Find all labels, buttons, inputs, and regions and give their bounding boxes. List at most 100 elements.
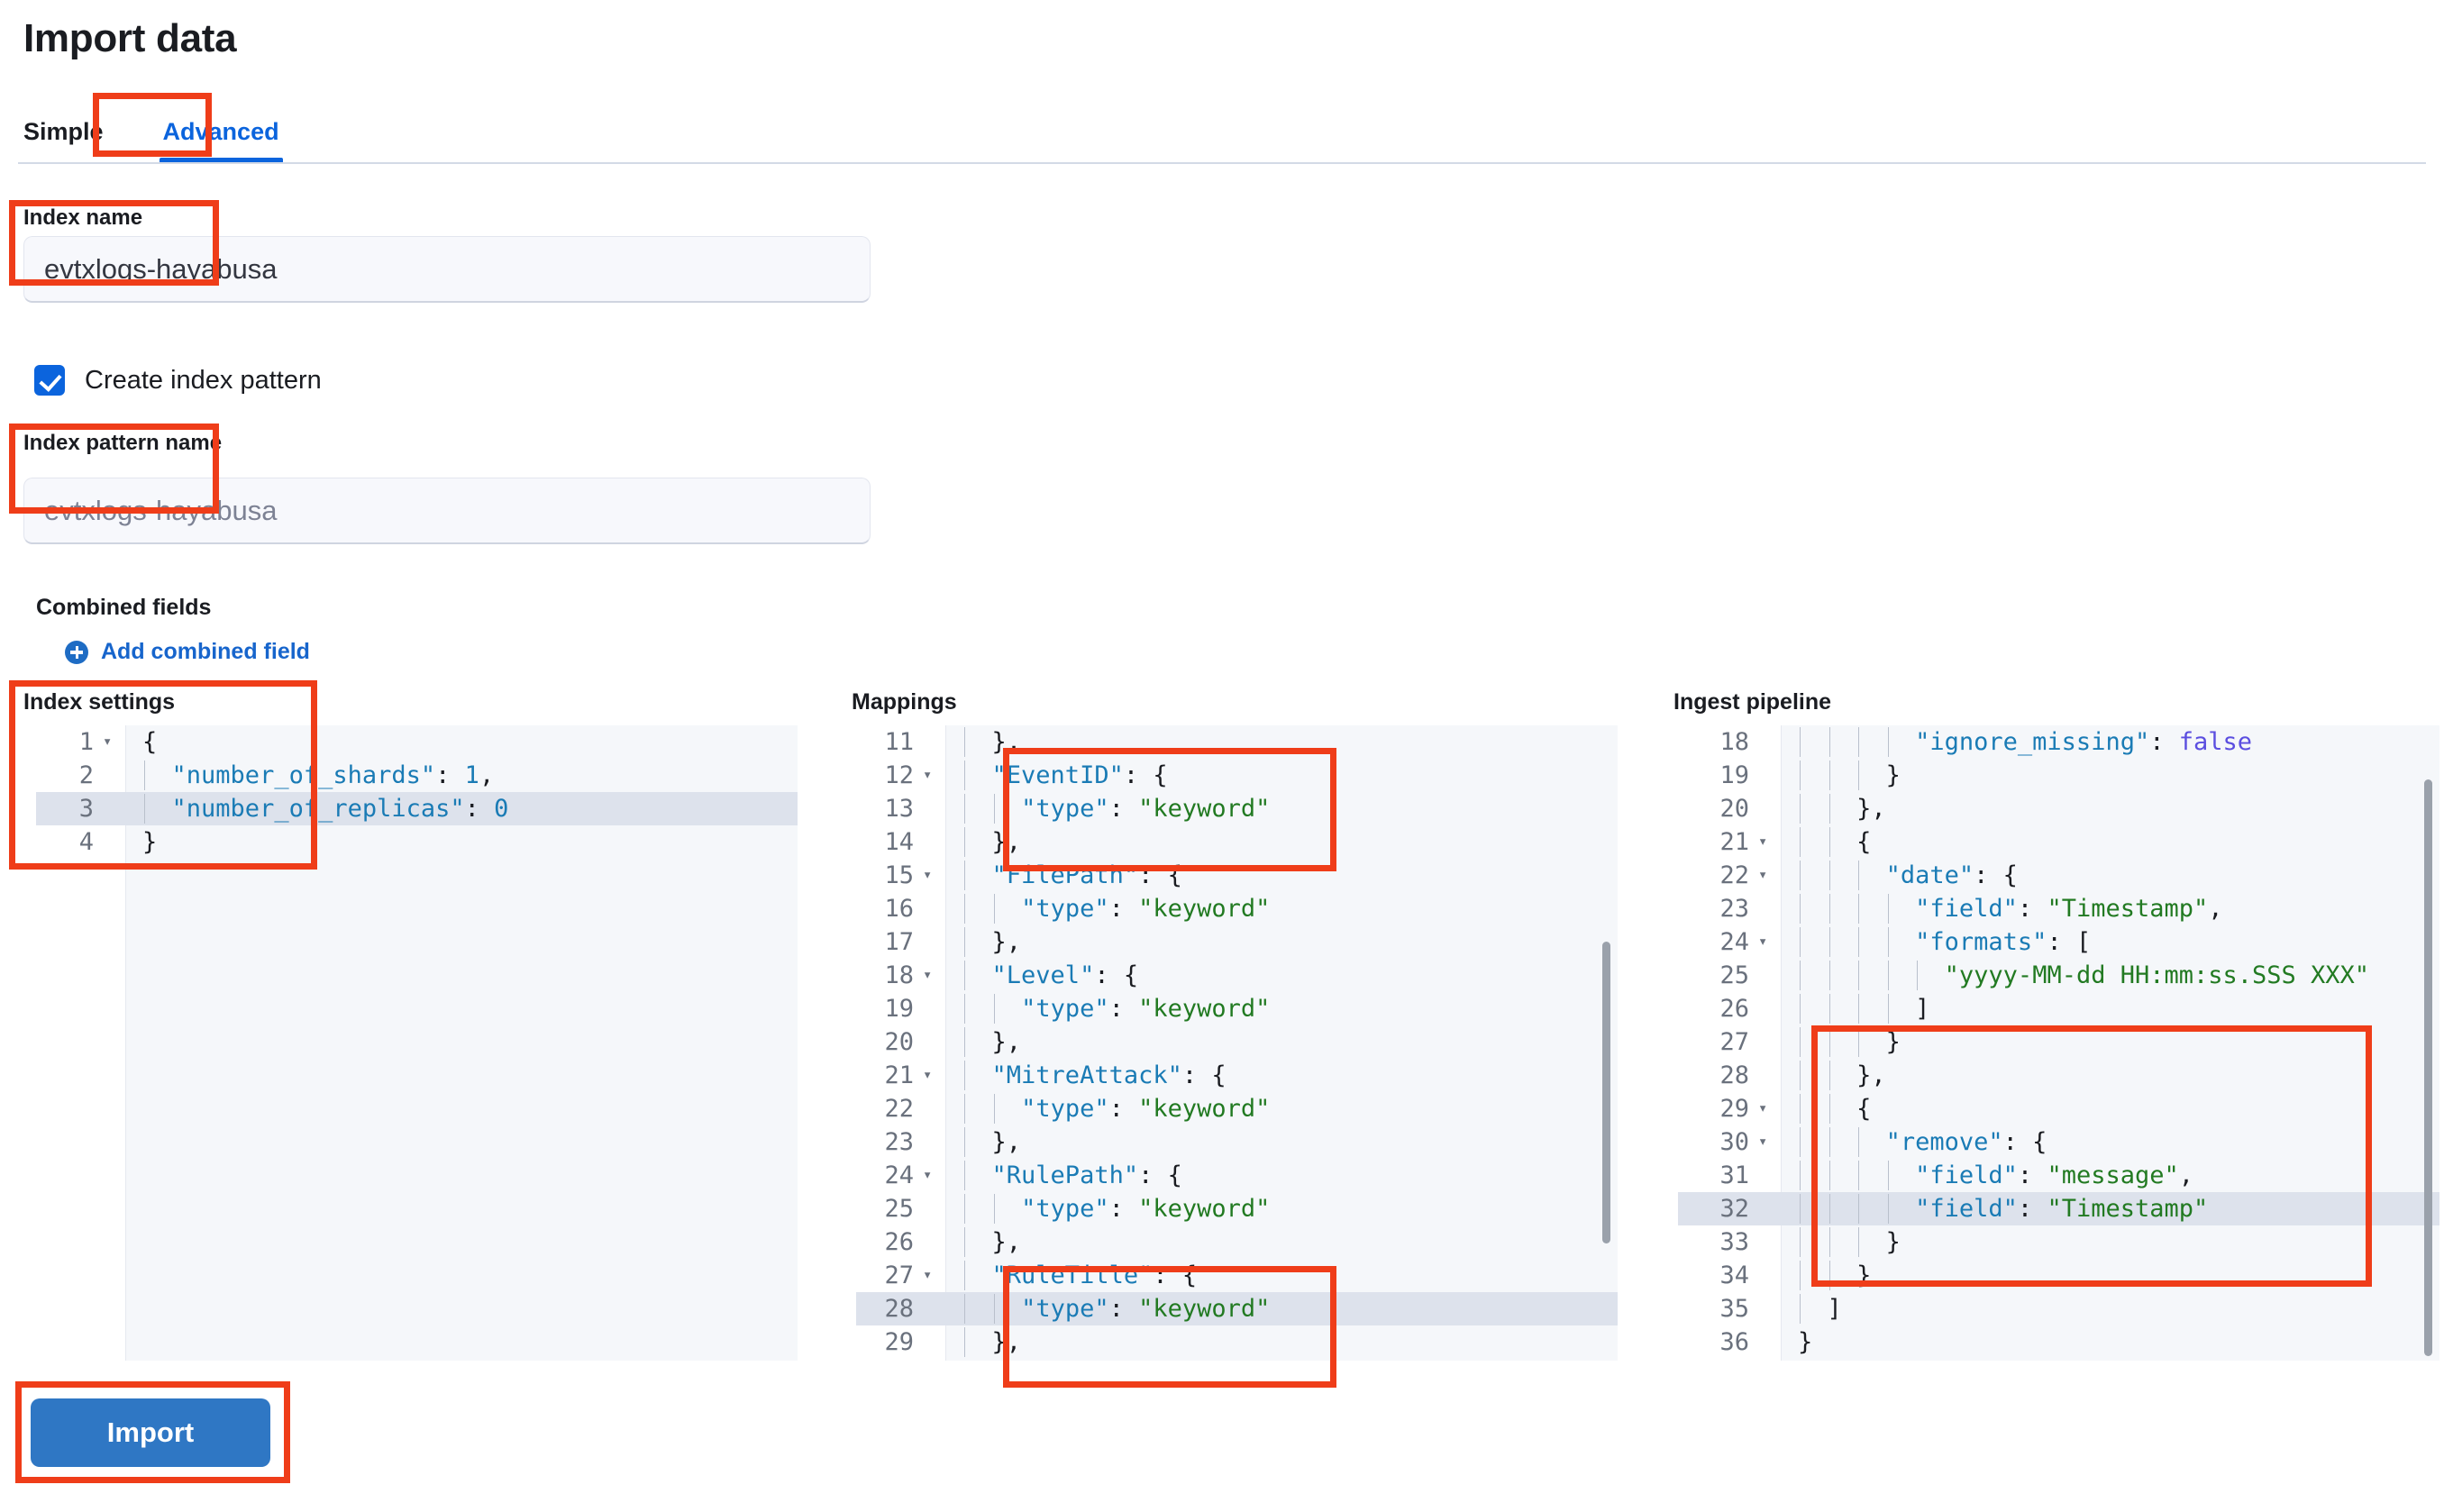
line-number: 28 bbox=[884, 1295, 914, 1323]
indent-guide bbox=[1858, 727, 1860, 757]
line-number: 29 bbox=[884, 1328, 914, 1356]
line-number: 2 bbox=[78, 761, 94, 789]
indent-guide bbox=[964, 1027, 965, 1057]
code-line: 28 }, bbox=[1678, 1059, 2439, 1092]
indent-guide bbox=[1800, 961, 1801, 990]
indent-guide bbox=[1800, 927, 1801, 957]
gutter bbox=[36, 725, 126, 1361]
code-text: }, bbox=[991, 828, 1022, 856]
line-number: 16 bbox=[884, 895, 914, 923]
code-fold-arrow-icon[interactable]: ▾ bbox=[923, 866, 933, 884]
code-text: }, bbox=[991, 1028, 1022, 1056]
line-number: 12 bbox=[884, 761, 914, 789]
indent-guide bbox=[1800, 1261, 1801, 1290]
code-line: 29▾ { bbox=[1678, 1092, 2439, 1125]
code-line: 14 }, bbox=[856, 825, 1618, 859]
code-line: 2 "number_of_shards": 1, bbox=[36, 759, 798, 792]
line-number: 28 bbox=[1719, 1061, 1749, 1089]
line-number: 32 bbox=[1719, 1195, 1749, 1223]
code-fold-arrow-icon[interactable]: ▾ bbox=[923, 1266, 933, 1284]
code-text: }, bbox=[991, 928, 1022, 956]
indent-guide bbox=[964, 794, 965, 824]
code-line: 13 "type": "keyword" bbox=[856, 792, 1618, 825]
indent-guide bbox=[1858, 861, 1860, 890]
code-text: } bbox=[1885, 1028, 1901, 1056]
code-fold-arrow-icon[interactable]: ▾ bbox=[923, 1066, 933, 1084]
code-text: "formats": [ bbox=[1915, 928, 2092, 956]
indent-guide bbox=[1828, 994, 1830, 1024]
mappings-editor[interactable]: 11 },12▾ "EventID": {13 "type": "keyword… bbox=[856, 725, 1618, 1361]
index-pattern-name-input[interactable]: evtxlogs-hayabusa bbox=[23, 478, 871, 544]
indent-guide bbox=[1828, 827, 1830, 857]
import-button[interactable]: Import bbox=[31, 1398, 270, 1467]
code-line: 3 "number_of_replicas": 0 bbox=[36, 792, 798, 825]
code-line: 23 }, bbox=[856, 1125, 1618, 1159]
gutter bbox=[856, 725, 946, 1361]
indent-guide bbox=[1800, 827, 1801, 857]
indent-guide bbox=[1828, 1194, 1830, 1224]
code-fold-arrow-icon[interactable]: ▾ bbox=[923, 966, 933, 984]
indent-guide bbox=[1887, 994, 1889, 1024]
create-index-pattern-label: Create index pattern bbox=[85, 365, 322, 395]
tab-bar: Simple Advanced bbox=[23, 99, 303, 164]
code-fold-arrow-icon[interactable]: ▾ bbox=[1758, 1133, 1768, 1151]
indent-guide bbox=[1800, 994, 1801, 1024]
indent-guide bbox=[1887, 1161, 1889, 1190]
indent-guide bbox=[1828, 794, 1830, 824]
code-text: "type": "keyword" bbox=[1021, 1095, 1271, 1123]
line-number: 18 bbox=[884, 961, 914, 989]
code-text: }, bbox=[1856, 795, 1886, 823]
indent-guide bbox=[1858, 1027, 1860, 1057]
indent-guide bbox=[1858, 994, 1860, 1024]
indent-guide bbox=[1887, 961, 1889, 990]
code-line: 20 }, bbox=[1678, 792, 2439, 825]
line-number: 20 bbox=[1719, 795, 1749, 823]
code-text: "EventID": { bbox=[991, 761, 1168, 789]
create-index-pattern-checkbox[interactable]: Create index pattern bbox=[34, 365, 322, 396]
indent-guide bbox=[1858, 1194, 1860, 1224]
line-number: 30 bbox=[1719, 1128, 1749, 1156]
indent-guide bbox=[964, 1327, 965, 1357]
code-line: 33 } bbox=[1678, 1225, 2439, 1259]
code-text: "yyyy-MM-dd HH:mm:ss.SSS XXX" bbox=[1944, 961, 2370, 989]
code-line: 30 ▾ "remove": { bbox=[1678, 1125, 2439, 1159]
code-fold-arrow-icon[interactable]: ▾ bbox=[923, 766, 933, 784]
code-fold-arrow-icon[interactable]: ▾ bbox=[1758, 833, 1768, 851]
indent-guide bbox=[993, 894, 995, 924]
code-fold-arrow-icon[interactable]: ▾ bbox=[103, 733, 113, 751]
add-combined-field-button[interactable]: Add combined field bbox=[52, 639, 310, 665]
tab-simple[interactable]: Simple bbox=[23, 118, 104, 145]
code-line: 26 }, bbox=[856, 1225, 1618, 1259]
combined-fields-label: Combined fields bbox=[36, 595, 212, 620]
code-line: 31 "field": "message", bbox=[1678, 1159, 2439, 1192]
code-text: } bbox=[1885, 1228, 1901, 1256]
indent-guide bbox=[1887, 894, 1889, 924]
line-number: 21 bbox=[1719, 828, 1749, 856]
index-name-input[interactable]: evtxlogs-hayabusa bbox=[23, 236, 871, 303]
code-text: }, bbox=[1856, 1061, 1886, 1089]
code-fold-arrow-icon[interactable]: ▾ bbox=[923, 1166, 933, 1184]
code-text: "RulePath": { bbox=[991, 1161, 1182, 1189]
indent-guide bbox=[1800, 861, 1801, 890]
indent-guide bbox=[1858, 1227, 1860, 1257]
indent-guide bbox=[964, 1061, 965, 1090]
code-text: }, bbox=[991, 1228, 1022, 1256]
mappings-scrollbar[interactable] bbox=[1602, 942, 1610, 1243]
ingest-pipeline-scrollbar[interactable] bbox=[2424, 779, 2432, 1356]
line-number: 34 bbox=[1719, 1262, 1749, 1289]
code-text: { bbox=[1856, 1095, 1872, 1123]
line-number: 26 bbox=[1719, 995, 1749, 1023]
indent-guide bbox=[993, 1094, 995, 1124]
code-fold-arrow-icon[interactable]: ▾ bbox=[1758, 1099, 1768, 1117]
plus-circle-icon bbox=[65, 640, 88, 664]
line-number: 31 bbox=[1719, 1161, 1749, 1189]
code-fold-arrow-icon[interactable]: ▾ bbox=[1758, 933, 1768, 951]
index-settings-editor[interactable]: 1▾{2 "number_of_shards": 1,3 "number_of_… bbox=[36, 725, 798, 1361]
indent-guide bbox=[1828, 1227, 1830, 1257]
code-fold-arrow-icon[interactable]: ▾ bbox=[1758, 866, 1768, 884]
mappings-title: Mappings bbox=[852, 689, 957, 715]
code-text: "remove": { bbox=[1885, 1128, 2047, 1156]
tab-advanced[interactable]: Advanced bbox=[138, 120, 303, 164]
code-line: 18▾ "Level": { bbox=[856, 959, 1618, 992]
